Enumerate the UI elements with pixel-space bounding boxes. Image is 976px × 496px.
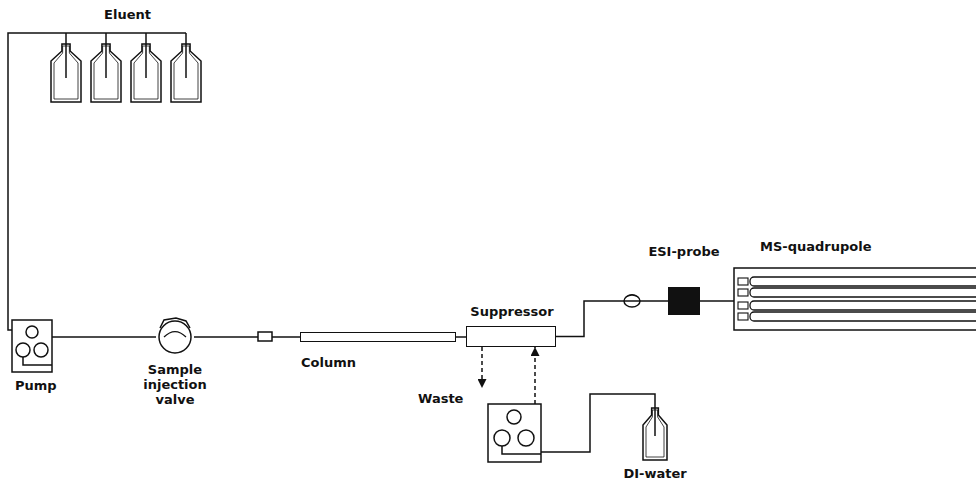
flow-line — [556, 301, 668, 337]
injection-valve-outline — [156, 318, 194, 356]
esi-probe: ESI-probe — [668, 287, 700, 315]
flow-line — [456, 336, 466, 338]
part-label: Eluent — [104, 7, 151, 22]
flow-line — [194, 336, 300, 338]
column-fitting — [258, 332, 272, 341]
injection-valve: Sample injection valve — [156, 318, 194, 356]
part-label: Suppressor — [470, 304, 553, 319]
part-label: ESI-probe — [648, 244, 719, 259]
part-label: DI-water — [623, 466, 686, 481]
water-pump — [488, 404, 541, 462]
flow-line — [535, 347, 655, 452]
column: Column — [300, 332, 456, 342]
flow-line — [700, 300, 734, 302]
pump-outline — [12, 320, 52, 372]
pump: Pump — [12, 320, 52, 372]
flow-line — [8, 33, 45, 330]
ms-quadrupole-outline — [734, 268, 976, 330]
part-label: Sample injection valve — [127, 362, 223, 407]
suppressor: Suppressor — [466, 326, 556, 347]
part-label: Column — [301, 355, 356, 370]
part-label: MS-quadrupole — [760, 239, 872, 254]
outlet-label: Waste — [418, 391, 463, 406]
part-label: Pump — [15, 378, 57, 393]
inline-valve — [624, 295, 640, 308]
eluent-bottles-outline — [45, 32, 210, 104]
waste-outflow — [481, 347, 483, 388]
ms-quadrupole: MS-quadrupole — [734, 268, 976, 330]
di-water-bottle-outline — [640, 406, 670, 462]
di-water-bottle: DI-water — [640, 406, 670, 462]
eluent-bottles: Eluent — [45, 32, 210, 104]
flow-line — [52, 336, 156, 338]
